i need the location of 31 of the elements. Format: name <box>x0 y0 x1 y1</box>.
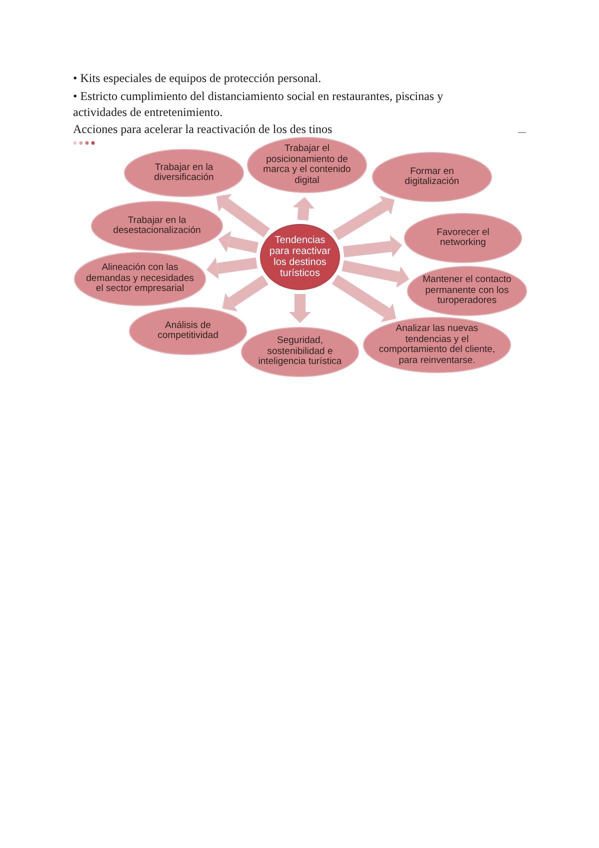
bullet-text: • Kits especiales de equipos de protección personal. <box>73 70 322 86</box>
ellipse-node <box>404 213 522 263</box>
central-text: Tendencias para reactivar los destinos turísticos <box>268 235 332 279</box>
node-text: Trabajar el posicionamiento de marca y el contenido digital <box>262 144 352 186</box>
central-ellipse <box>260 224 340 290</box>
node-text: Analizar las nuevas tendencias y el comportamiento del cliente, para reinventarse. <box>378 324 496 366</box>
node-text: Formar en digitalización <box>404 166 460 188</box>
block-arrow <box>342 260 410 288</box>
block-arrow <box>289 294 311 323</box>
ellipse-node <box>363 317 511 373</box>
node-text: Alineación con las demandas y necesidades el sector empresarial <box>85 263 195 295</box>
block-arrow <box>342 235 403 258</box>
ellipse-node <box>407 266 527 316</box>
bullet-text: • Estricto cumplimiento del distanciamiento social en restaurantes, piscinas y actividades de entretenimiento. <box>73 88 444 120</box>
node-text: Favorecer el networking <box>436 228 490 248</box>
node-text: Trabajar en la desestacionalización <box>112 216 202 236</box>
node-text: Mantener el contacto permanente con los turoperadores <box>422 275 512 307</box>
node-text: Trabajar en la diversificación <box>153 162 215 184</box>
node-text: Análisis de competitividad <box>156 320 220 342</box>
ellipse-node <box>129 307 247 355</box>
node-text: Seguridad, sostenibilidad e inteligencia turística <box>257 336 343 368</box>
ellipse-node <box>124 149 244 197</box>
block-arrow <box>217 230 259 254</box>
block-arrow <box>292 196 315 221</box>
ellipse-node <box>372 152 492 202</box>
ellipse-node <box>74 252 206 306</box>
ellipse-node <box>247 137 367 193</box>
ellipse-node <box>241 327 359 377</box>
heading-text: Acciones para acelerar la reactivación de los des tinos <box>73 121 332 137</box>
ellipse-node <box>91 201 223 251</box>
block-arrow <box>206 258 258 280</box>
